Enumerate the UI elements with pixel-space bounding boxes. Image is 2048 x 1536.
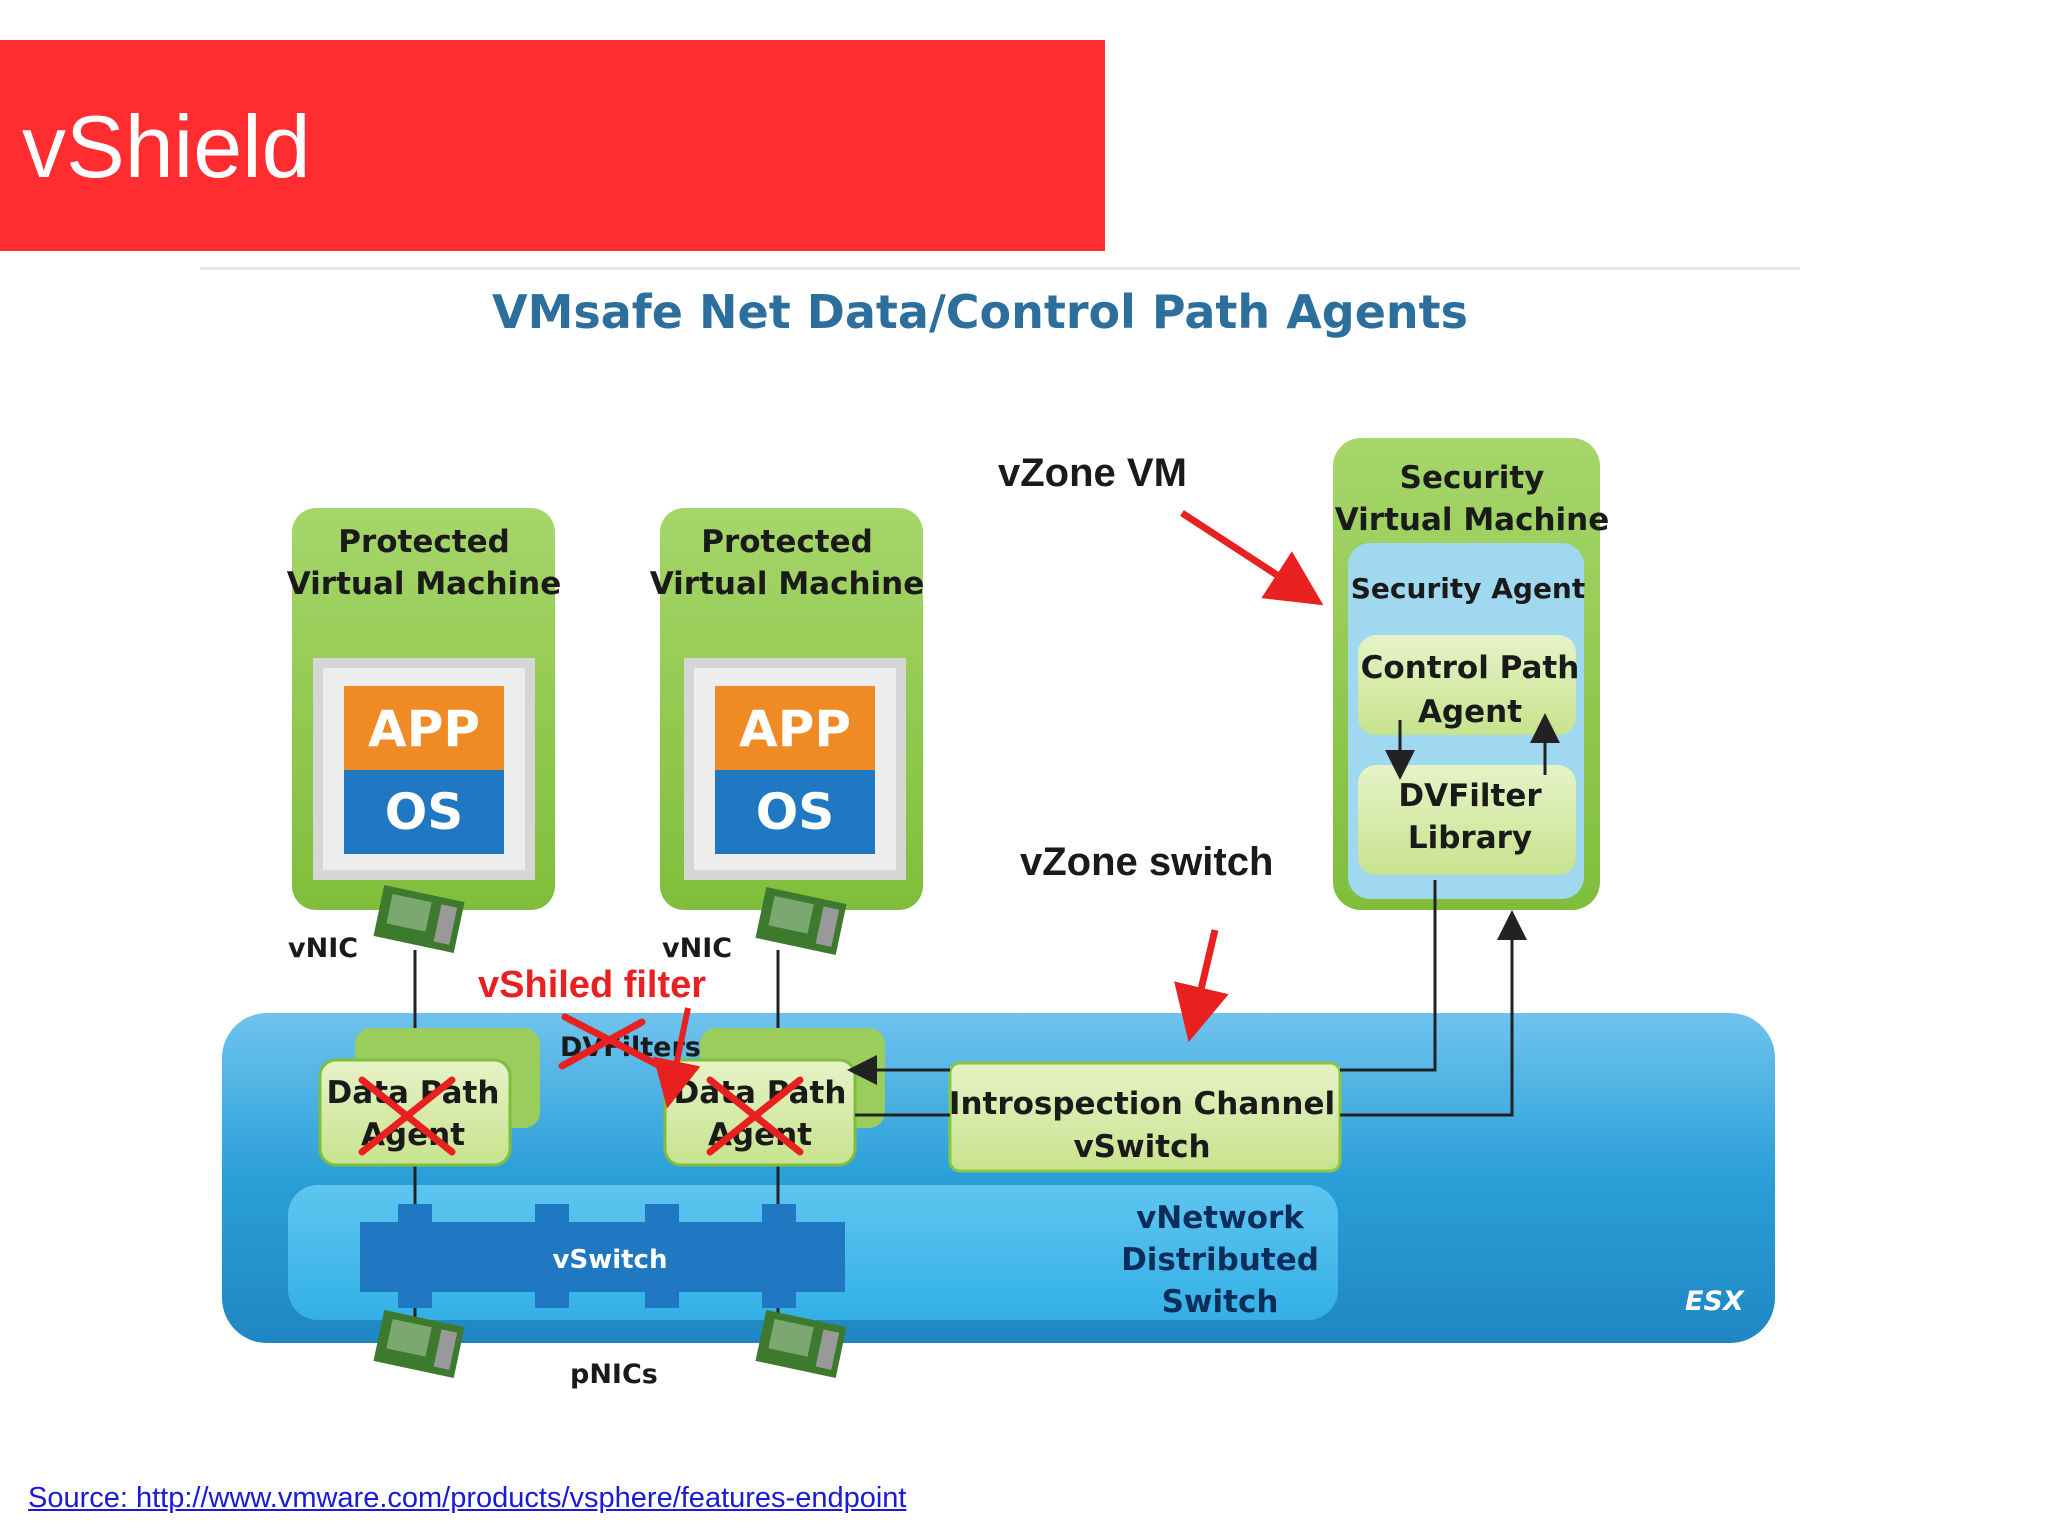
annotation-vshield-filter: vShiled filter bbox=[478, 964, 706, 1006]
figure-divider bbox=[200, 267, 1800, 270]
introspection-label-2: vSwitch bbox=[1073, 1129, 1210, 1165]
slide-title: vShield bbox=[22, 97, 311, 196]
annotation-vzone-switch: vZone switch bbox=[1020, 840, 1273, 884]
crossed-out-mark-3 bbox=[558, 1013, 664, 1070]
app-block-2 bbox=[715, 686, 875, 770]
protected-vm-2-label-1: Protected bbox=[701, 524, 873, 560]
introspection-channel bbox=[948, 1061, 1342, 1173]
vnic-card-2 bbox=[755, 887, 847, 955]
protected-vm-2-label-2: Virtual Machine bbox=[650, 566, 925, 602]
title-bar bbox=[0, 40, 1105, 251]
diagram-title: VMsafe Net Data/Control Path Agents bbox=[491, 285, 1469, 339]
vswitch-label: vSwitch bbox=[553, 1245, 668, 1275]
app-block-1 bbox=[344, 686, 504, 770]
vnic-label-2: vNIC bbox=[662, 933, 732, 964]
annotation-vshield-filter-arrow bbox=[653, 1007, 701, 1109]
vds-label-3: Switch bbox=[1162, 1284, 1279, 1320]
vnic-label-1: vNIC bbox=[288, 933, 358, 964]
dvfilter-label-1: DVFilter bbox=[1398, 778, 1542, 814]
pnic-card-2 bbox=[755, 1310, 847, 1378]
introspection-label-1: Introspection Channel bbox=[949, 1086, 1335, 1122]
security-vm-label-2: Virtual Machine bbox=[1335, 502, 1610, 538]
esx-label: ESX bbox=[1685, 1286, 1745, 1317]
vds-label-1: vNetwork bbox=[1136, 1200, 1305, 1236]
control-path-agent bbox=[1358, 635, 1576, 735]
svg-text:OS: OS bbox=[385, 783, 464, 841]
os-block-2 bbox=[715, 770, 875, 854]
annotation-vzone-vm-arrow bbox=[1180, 510, 1324, 606]
svg-text:APP: APP bbox=[739, 700, 851, 758]
source-link[interactable]: Source: http://www.vmware.com/products/v… bbox=[28, 1482, 907, 1514]
control-path-label-2: Agent bbox=[1418, 694, 1522, 730]
security-vm-label-1: Security bbox=[1400, 460, 1545, 496]
protected-vm-1-label-1: Protected bbox=[338, 524, 510, 560]
protected-vm-1-label-2: Virtual Machine bbox=[287, 566, 562, 602]
svg-text:Data Path: Data Path bbox=[674, 1075, 847, 1111]
svg-text:Data Path: Data Path bbox=[327, 1075, 500, 1111]
vswitch-bar bbox=[360, 1222, 845, 1292]
vds-label-2: Distributed bbox=[1121, 1242, 1319, 1278]
os-block-1 bbox=[344, 770, 504, 854]
annotation-vzone-vm: vZone VM bbox=[998, 451, 1187, 495]
pnic-card-1 bbox=[373, 1310, 465, 1378]
annotation-vzone-switch-arrow bbox=[1174, 929, 1229, 1043]
vnic-card-1 bbox=[373, 885, 465, 953]
crossed-out-mark-2 bbox=[706, 1076, 804, 1156]
dvfilter-label-2: Library bbox=[1408, 820, 1532, 856]
dvfilter-library bbox=[1358, 765, 1576, 875]
crossed-out-mark-1 bbox=[358, 1076, 456, 1156]
svg-text:OS: OS bbox=[756, 783, 835, 841]
pnics-label: pNICs bbox=[570, 1359, 658, 1390]
security-agent-label: Security Agent bbox=[1351, 572, 1586, 605]
control-path-label-1: Control Path bbox=[1361, 650, 1580, 686]
svg-text:APP: APP bbox=[368, 700, 480, 758]
